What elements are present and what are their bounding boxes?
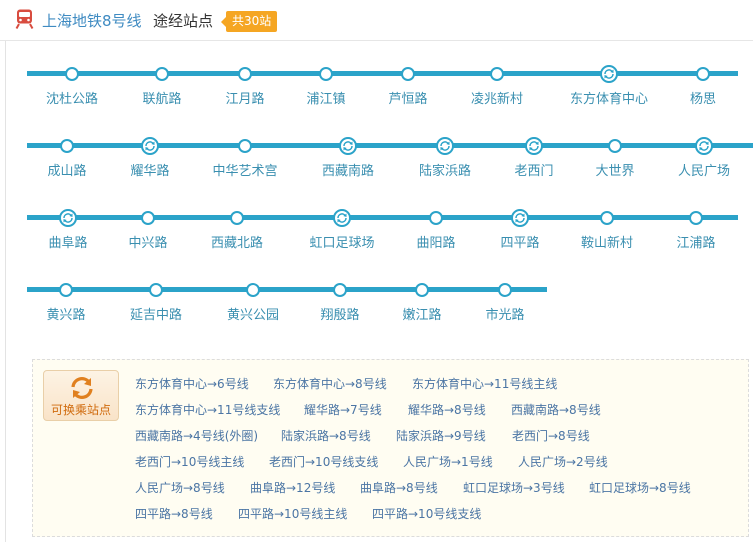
- station-dot-icon[interactable]: [490, 66, 504, 81]
- station-label[interactable]: 凌兆新村: [470, 92, 524, 107]
- station-dot-icon[interactable]: [498, 282, 512, 297]
- line-title[interactable]: 上海地铁8号线: [42, 12, 142, 30]
- transfer-link[interactable]: 西藏南路→8号线: [511, 403, 601, 417]
- transfer-badge-label: 可换乘站点: [50, 403, 111, 417]
- station-dot-icon[interactable]: [141, 210, 155, 225]
- station-dot-icon[interactable]: [60, 138, 74, 153]
- transfer-link[interactable]: 虹口足球场→3号线: [463, 481, 565, 495]
- station-label[interactable]: 嫩江路: [402, 308, 442, 323]
- station-label[interactable]: 杨思: [689, 92, 717, 107]
- route-track: [27, 287, 547, 292]
- transfer-link[interactable]: 四平路→10号线主线: [238, 507, 348, 521]
- station-count-badge: 共30站: [220, 11, 278, 32]
- transfer-link[interactable]: 老西门→10号线支线: [269, 455, 379, 469]
- station-label[interactable]: 江浦路: [676, 236, 716, 251]
- transfer-link[interactable]: 东方体育中心→11号线支线: [135, 403, 281, 417]
- station-label[interactable]: 鞍山新村: [580, 236, 634, 251]
- station-label[interactable]: 陆家浜路: [418, 164, 472, 179]
- station-label[interactable]: 曲阳路: [416, 236, 456, 251]
- transfer-station-icon[interactable]: [511, 208, 529, 227]
- station-dot-icon[interactable]: [319, 66, 333, 81]
- station-dot-icon[interactable]: [238, 138, 252, 153]
- station-label[interactable]: 东方体育中心: [569, 92, 649, 107]
- transfer-link[interactable]: 四平路→8号线: [135, 507, 213, 521]
- station-dot-icon[interactable]: [230, 210, 244, 225]
- transfer-station-icon[interactable]: [695, 136, 713, 155]
- station-dot-icon[interactable]: [246, 282, 260, 297]
- transfer-link[interactable]: 耀华路→8号线: [408, 403, 486, 417]
- station-label[interactable]: 曲阜路: [48, 236, 88, 251]
- station-dot-icon[interactable]: [155, 66, 169, 81]
- station-label[interactable]: 翔殷路: [320, 308, 360, 323]
- transfer-panel: 可换乘站点: [32, 359, 749, 537]
- transfer-link[interactable]: 人民广场→1号线: [403, 455, 493, 469]
- transfer-link[interactable]: 四平路→10号线支线: [372, 507, 482, 521]
- station-dot-icon[interactable]: [59, 282, 73, 297]
- station-dot-icon[interactable]: [149, 282, 163, 297]
- transfer-badge: 可换乘站点: [43, 370, 119, 421]
- station-label[interactable]: 老西门: [514, 164, 554, 179]
- transfer-link[interactable]: 曲阜路→12号线: [250, 481, 336, 495]
- transfer-station-icon[interactable]: [339, 136, 357, 155]
- station-label[interactable]: 大世界: [595, 164, 635, 179]
- transfer-station-icon[interactable]: [436, 136, 454, 155]
- page-header: 上海地铁8号线 途经站点 共30站: [0, 0, 753, 41]
- station-dot-icon[interactable]: [608, 138, 622, 153]
- page-subtitle: 途经站点: [153, 12, 214, 30]
- station-label[interactable]: 虹口足球场: [309, 236, 375, 251]
- station-label[interactable]: 芦恒路: [388, 92, 428, 107]
- transfer-link[interactable]: 老西门→8号线: [512, 429, 590, 443]
- transfer-link[interactable]: 虹口足球场→8号线: [589, 481, 691, 495]
- transfer-link[interactable]: 老西门→10号线主线: [135, 455, 245, 469]
- station-dot-icon[interactable]: [238, 66, 252, 81]
- station-label[interactable]: 沈杜公路: [45, 92, 99, 107]
- transfer-station-icon[interactable]: [59, 208, 77, 227]
- station-dot-icon[interactable]: [429, 210, 443, 225]
- station-label[interactable]: 浦江镇: [306, 92, 346, 107]
- transfer-link[interactable]: 东方体育中心→11号线主线: [412, 377, 558, 391]
- station-label[interactable]: 耀华路: [130, 164, 170, 179]
- transfer-link[interactable]: 东方体育中心→8号线: [273, 377, 387, 391]
- station-dot-icon[interactable]: [401, 66, 415, 81]
- transfer-station-icon[interactable]: [600, 64, 618, 83]
- station-label[interactable]: 黄兴公园: [226, 308, 280, 323]
- transfer-link[interactable]: 人民广场→8号线: [135, 481, 225, 495]
- station-dot-icon[interactable]: [696, 66, 710, 81]
- content-frame: [5, 0, 753, 542]
- station-dot-icon[interactable]: [689, 210, 703, 225]
- station-label[interactable]: 市光路: [485, 308, 525, 323]
- route-track: [27, 143, 753, 148]
- station-label[interactable]: 成山路: [47, 164, 87, 179]
- station-label[interactable]: 黄兴路: [46, 308, 86, 323]
- transfer-station-icon[interactable]: [141, 136, 159, 155]
- station-label[interactable]: 人民广场: [677, 164, 731, 179]
- station-dot-icon[interactable]: [333, 282, 347, 297]
- route-track: [27, 71, 738, 76]
- transfer-station-icon[interactable]: [333, 208, 351, 227]
- transfer-link[interactable]: 曲阜路→8号线: [360, 481, 438, 495]
- transfer-link[interactable]: 陆家浜路→9号线: [396, 429, 486, 443]
- station-label[interactable]: 四平路: [500, 236, 540, 251]
- station-label[interactable]: 西藏南路: [321, 164, 375, 179]
- station-dot-icon[interactable]: [600, 210, 614, 225]
- transfer-arrows-icon: [71, 377, 93, 399]
- station-dot-icon[interactable]: [415, 282, 429, 297]
- transfer-link[interactable]: 西藏南路→4号线(外圈): [135, 429, 259, 443]
- transfer-link[interactable]: 东方体育中心→6号线: [135, 377, 249, 391]
- station-dot-icon[interactable]: [65, 66, 79, 81]
- station-label[interactable]: 联航路: [142, 92, 182, 107]
- station-label[interactable]: 中华艺术宫: [212, 164, 278, 179]
- station-label[interactable]: 中兴路: [128, 236, 168, 251]
- transfer-station-icon[interactable]: [525, 136, 543, 155]
- transfer-link[interactable]: 耀华路→7号线: [304, 403, 382, 417]
- transfer-link[interactable]: 人民广场→2号线: [518, 455, 608, 469]
- station-label[interactable]: 西藏北路: [210, 236, 264, 251]
- station-label[interactable]: 延吉中路: [129, 308, 183, 323]
- station-label[interactable]: 江月路: [225, 92, 265, 107]
- transfer-link[interactable]: 陆家浜路→8号线: [281, 429, 371, 443]
- route-track: [27, 215, 738, 220]
- metro-train-icon: [15, 9, 34, 29]
